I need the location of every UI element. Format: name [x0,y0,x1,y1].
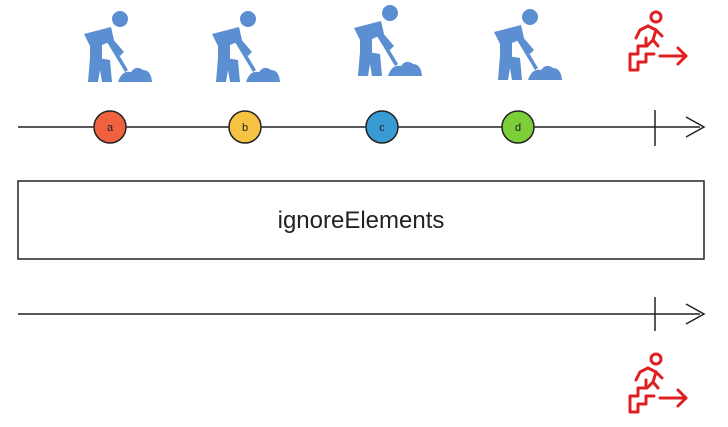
exit-running-stairs-icon [628,10,688,72]
source-timeline-arrowhead [685,116,706,138]
worker-digging-icon [354,5,422,76]
marble-c: c [365,110,399,144]
marble-label: b [242,122,248,134]
result-timeline-arrowhead [685,303,706,325]
marble-label: a [107,122,114,134]
operator-box: ignoreElements [17,180,705,260]
marble-b: b [228,110,262,144]
worker-digging-icon [494,9,562,80]
marble-d: d [501,110,535,144]
operator-box-frame [17,180,705,260]
marble-label: d [515,122,521,134]
exit-running-stairs-icon [628,352,688,414]
marble-label: c [379,122,385,134]
source-event-icons [84,5,688,82]
worker-digging-icon [84,11,152,82]
operator-name: ignoreElements [278,207,445,234]
result-timeline [18,297,706,331]
source-timeline: a b c d [18,110,706,146]
marble-a: a [93,110,127,144]
worker-digging-icon [212,11,280,82]
